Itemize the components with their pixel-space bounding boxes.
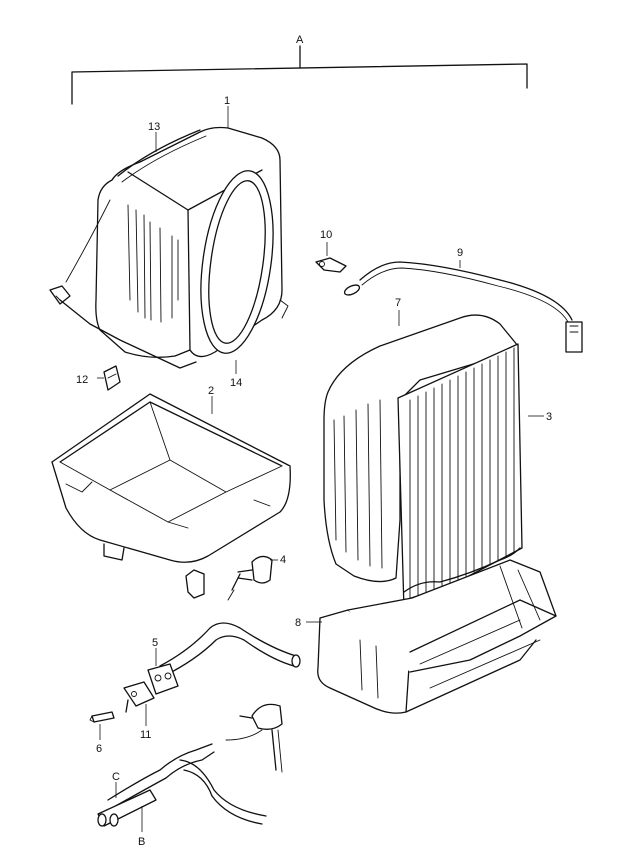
clip-part-10 bbox=[315, 257, 347, 273]
lower-pipe-assembly bbox=[97, 703, 283, 827]
label-9: 9 bbox=[457, 247, 463, 259]
leader-lines bbox=[97, 106, 544, 832]
label-3: 3 bbox=[546, 411, 552, 423]
label-4: 4 bbox=[280, 554, 286, 566]
label-5: 5 bbox=[152, 637, 158, 649]
label-C: C bbox=[112, 771, 120, 783]
assembly-bracket bbox=[71, 45, 528, 105]
label-14: 14 bbox=[230, 377, 242, 389]
callout-labels: A 1 13 10 9 7 14 12 2 3 4 8 5 11 6 C B bbox=[76, 34, 552, 848]
label-1: 1 bbox=[224, 95, 230, 107]
bolt-part-6 bbox=[89, 711, 115, 723]
label-12: 12 bbox=[76, 374, 88, 386]
pipe-assembly-part-5 bbox=[147, 622, 301, 695]
label-13: 13 bbox=[148, 121, 160, 133]
label-A: A bbox=[296, 34, 304, 46]
evaporator-core-part-3 bbox=[323, 314, 523, 611]
bottom-tray-part-8 bbox=[317, 559, 557, 714]
label-6: 6 bbox=[96, 743, 102, 755]
label-8: 8 bbox=[295, 617, 301, 629]
lower-case-part-2 bbox=[51, 393, 291, 599]
valve-part-4 bbox=[227, 555, 273, 601]
label-2: 2 bbox=[208, 385, 214, 397]
bracket-part-12 bbox=[103, 365, 121, 391]
label-B: B bbox=[138, 836, 145, 848]
fin-lines bbox=[409, 347, 515, 605]
upper-blower-housing bbox=[49, 126, 289, 369]
label-10: 10 bbox=[320, 229, 332, 241]
sensor-cable-part-9 bbox=[343, 261, 583, 353]
label-11: 11 bbox=[140, 729, 151, 741]
label-7: 7 bbox=[395, 297, 401, 309]
block-fitting-part-11 bbox=[123, 681, 155, 713]
